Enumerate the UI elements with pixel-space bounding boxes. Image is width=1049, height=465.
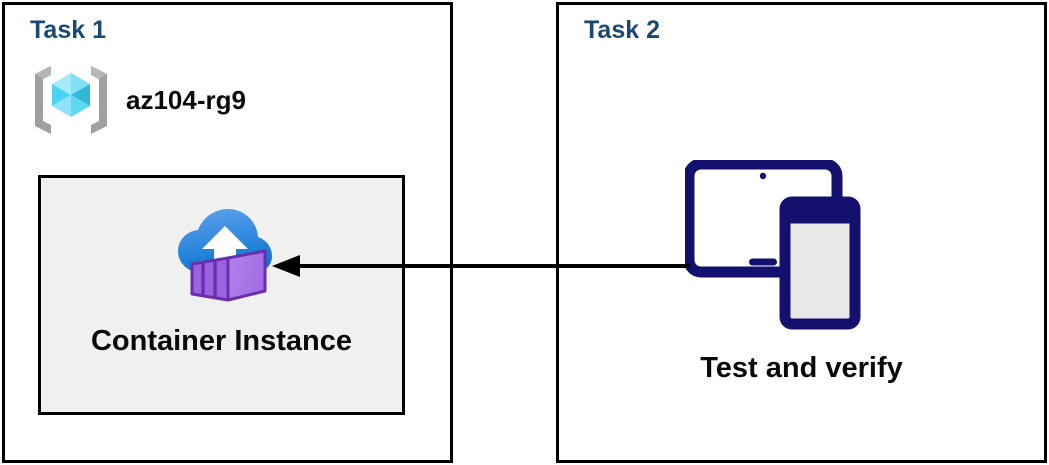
panel-title-task-1: Task 1 [30, 16, 106, 44]
azure-resource-group-icon [30, 62, 112, 138]
test-and-verify-label: Test and verify [700, 352, 903, 384]
panel-task-1 [2, 2, 453, 463]
panel-task-2 [556, 2, 1047, 463]
container-instance-card: Container Instance [38, 175, 405, 415]
resource-group-row: az104-rg9 [30, 62, 246, 138]
resource-group-label: az104-rg9 [126, 84, 246, 115]
container-instance-label: Container Instance [90, 325, 353, 357]
panel-title-task-2: Task 2 [584, 16, 660, 44]
